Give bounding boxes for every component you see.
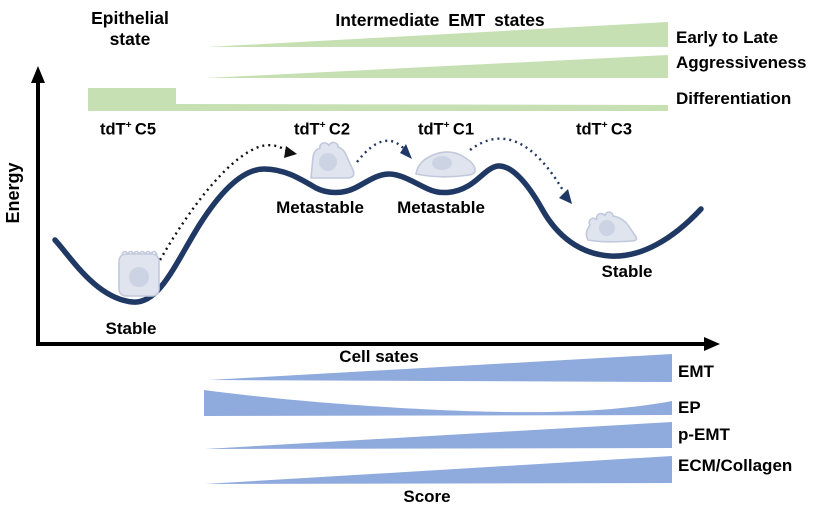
hybrid-cell-c1-nucleus bbox=[432, 156, 452, 170]
epithelial-cell-icon bbox=[118, 250, 160, 297]
state-marker: tdT bbox=[99, 120, 126, 139]
ecm-collagen-score-label: ECM/Collagen bbox=[678, 456, 793, 475]
x-axis-arrowhead-icon bbox=[704, 337, 720, 351]
differentiation-wedge bbox=[88, 88, 668, 111]
score-axis-label: Score bbox=[403, 487, 451, 506]
state-label-c3: tdT+ C3 bbox=[554, 120, 654, 140]
transition-arrow-2-head-icon bbox=[400, 144, 412, 159]
mesenchymal-cell-c3-nucleus bbox=[599, 220, 615, 236]
x-axis-label: Cell sates bbox=[339, 347, 419, 366]
gradient-wedges bbox=[88, 22, 668, 111]
axes-group bbox=[31, 66, 720, 351]
state-label-c2: tdT+ C2 bbox=[272, 120, 372, 140]
transition-arrow-2 bbox=[356, 139, 407, 163]
state-label-c1: tdT+ C1 bbox=[396, 120, 496, 140]
score-wedges bbox=[204, 354, 672, 484]
state-cluster: C1 bbox=[452, 120, 475, 139]
state-label-c5: tdT+ C5 bbox=[78, 120, 178, 140]
transition-arrows bbox=[158, 137, 572, 261]
emt-score-wedge bbox=[209, 354, 672, 382]
energy-landscape-curve bbox=[52, 163, 704, 305]
state-marker-sup: + bbox=[319, 120, 326, 131]
y-axis-label: Energy bbox=[3, 162, 23, 224]
state-marker: tdT bbox=[575, 120, 602, 139]
p-emt-score-label: p-EMT bbox=[678, 425, 730, 444]
aggressiveness-label: Aggressiveness bbox=[676, 53, 807, 72]
ecm-collagen-score-wedge bbox=[205, 456, 672, 484]
hybrid-cell-c2-icon bbox=[310, 141, 355, 179]
state-cluster: C5 bbox=[134, 120, 157, 139]
early-to-late-label: Early to Late bbox=[676, 28, 779, 47]
epithelial-state-header: Epithelial state bbox=[91, 8, 169, 49]
aggressiveness-wedge bbox=[206, 55, 668, 78]
stability-label-metastable-2: Metastable bbox=[397, 198, 485, 217]
ep-score-label: EP bbox=[678, 398, 701, 417]
state-marker-sup: + bbox=[125, 120, 132, 131]
hybrid-cell-c1-icon bbox=[415, 151, 476, 178]
stability-label-stable-right: Stable bbox=[601, 262, 653, 281]
differentiation-label: Differentiation bbox=[676, 89, 792, 108]
ep-score-wedge bbox=[204, 390, 672, 416]
intermediate-emt-states-header: Intermediate EMT states bbox=[335, 10, 545, 30]
state-marker-sup: + bbox=[601, 120, 608, 131]
stability-label-stable-left: Stable bbox=[105, 319, 157, 338]
transition-arrow-1-head-icon bbox=[284, 146, 297, 158]
transition-arrow-3-head-icon bbox=[559, 189, 572, 204]
state-marker: tdT bbox=[417, 120, 444, 139]
stability-label-metastable-1: Metastable bbox=[276, 198, 364, 217]
mesenchymal-cell-c3-icon bbox=[585, 211, 638, 243]
epithelial-cell-nucleus bbox=[129, 267, 149, 287]
emt-score-label: EMT bbox=[678, 362, 714, 381]
state-cluster: C2 bbox=[328, 120, 351, 139]
p-emt-score-wedge bbox=[205, 422, 672, 449]
y-axis-arrowhead-icon bbox=[31, 66, 45, 83]
state-marker-sup: + bbox=[443, 120, 450, 131]
state-cluster: C3 bbox=[610, 120, 633, 139]
hybrid-cell-c2-nucleus bbox=[319, 153, 337, 171]
cell-icons bbox=[118, 141, 638, 297]
state-marker: tdT bbox=[293, 120, 320, 139]
transition-arrow-3 bbox=[469, 137, 566, 193]
transition-arrow-1 bbox=[158, 143, 288, 261]
early-to-late-wedge bbox=[207, 22, 668, 47]
